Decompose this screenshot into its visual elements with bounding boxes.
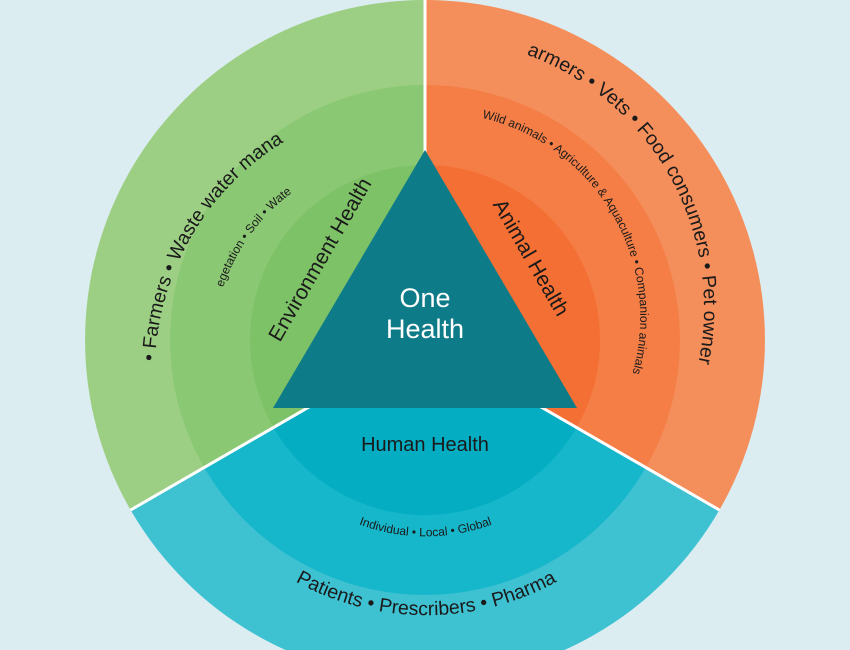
one-health-line1: One [399, 283, 450, 313]
human-health-title: Human Health [361, 434, 489, 456]
one-health-line2: Health [386, 314, 464, 344]
one-health-triangle [273, 150, 577, 408]
